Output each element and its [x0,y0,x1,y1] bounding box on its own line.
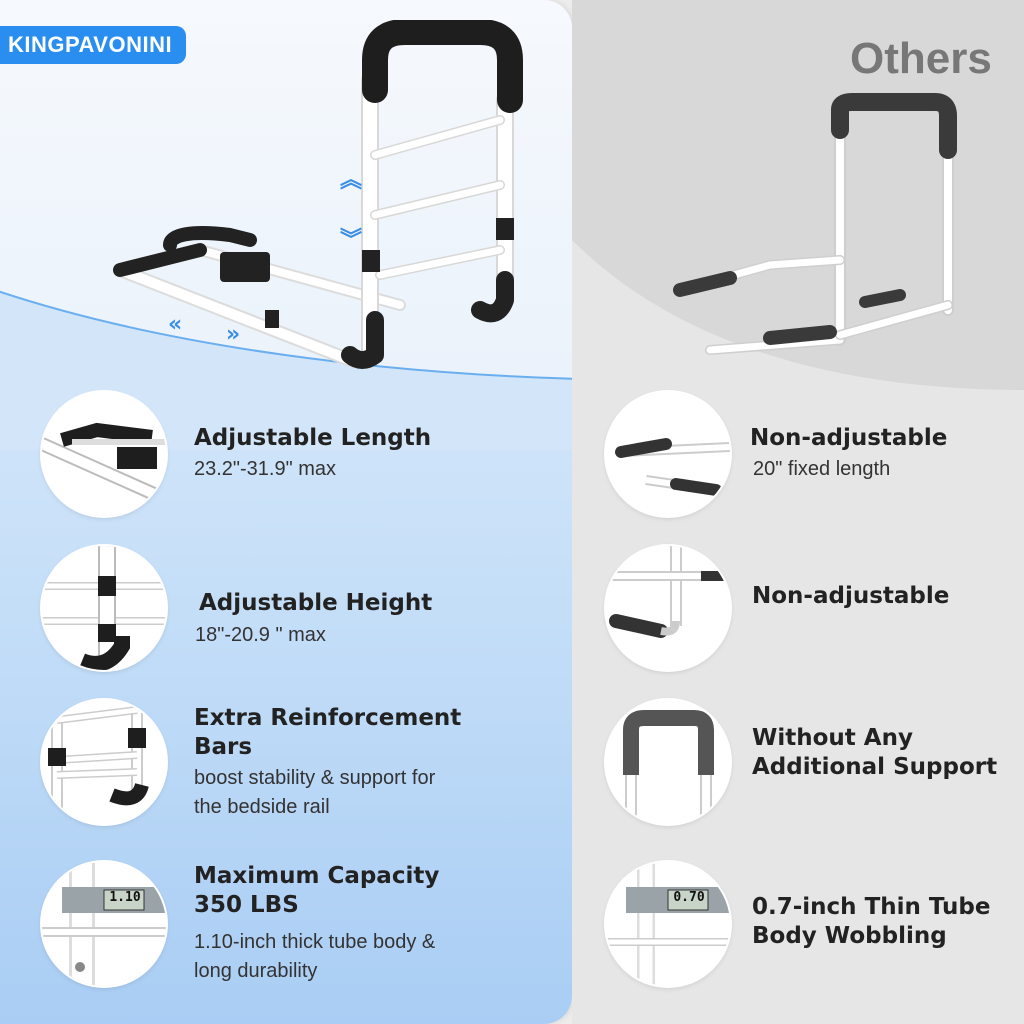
feature-title-reinforcement-line1: Extra Reinforcement [194,705,462,731]
others-title-height: Non-adjustable [752,583,950,609]
feature-subtitle-height: 18"-20.9 " max [195,624,326,646]
others-heading: Others [850,34,992,83]
feature-title-length: Adjustable Length [194,425,432,451]
arrow-right-icon: » [226,322,241,347]
others-length-thumbnail [606,392,730,516]
others-gauge-reading: 0.70 [673,890,705,905]
feature-subtitle-reinforcement-line2: the bedside rail [194,796,330,818]
others-curve [572,240,1024,400]
others-title-tube-line2: Body Wobbling [752,923,947,949]
feature-title-height: Adjustable Height [199,590,433,616]
others-subtitle-length: 20" fixed length [753,458,891,480]
bed-rail-product-image [113,20,523,369]
others-title-length: Non-adjustable [750,425,948,451]
height-detail-thumbnail [42,546,166,670]
feature-subtitle-capacity-line1: 1.10-inch thick tube body & [194,931,436,953]
brand-logo: KINGPAVONINI [0,26,187,64]
others-title-support-line2: Additional Support [752,754,998,780]
feature-subtitle-capacity-line2: long durability [194,960,318,982]
reinforcement-detail-thumbnail [42,700,166,824]
gauge-reading: 1.10 [109,890,141,905]
others-tube-thumbnail: 0.70 [606,862,730,986]
arrow-left-icon: « [168,312,183,337]
feature-subtitle-length: 23.2"-31.9" max [194,458,337,480]
feature-title-capacity-line1: Maximum Capacity [194,863,440,889]
arrow-down-icon: ︾ [340,228,363,253]
others-support-thumbnail [606,700,730,824]
feature-title-capacity-line2: 350 LBS [194,892,299,918]
feature-subtitle-reinforcement-line1: boost stability & support for [194,767,436,789]
others-title-support-line1: Without Any [752,725,913,751]
feature-title-reinforcement-line2: Bars [194,734,253,760]
others-height-thumbnail [606,546,730,670]
others-rail-product-image [673,93,957,355]
capacity-detail-thumbnail: 1.10 [42,862,166,986]
length-detail-thumbnail [42,392,166,516]
others-title-tube-line1: 0.7-inch Thin Tube [752,894,991,920]
arrow-up-icon: ︽ [340,168,363,193]
